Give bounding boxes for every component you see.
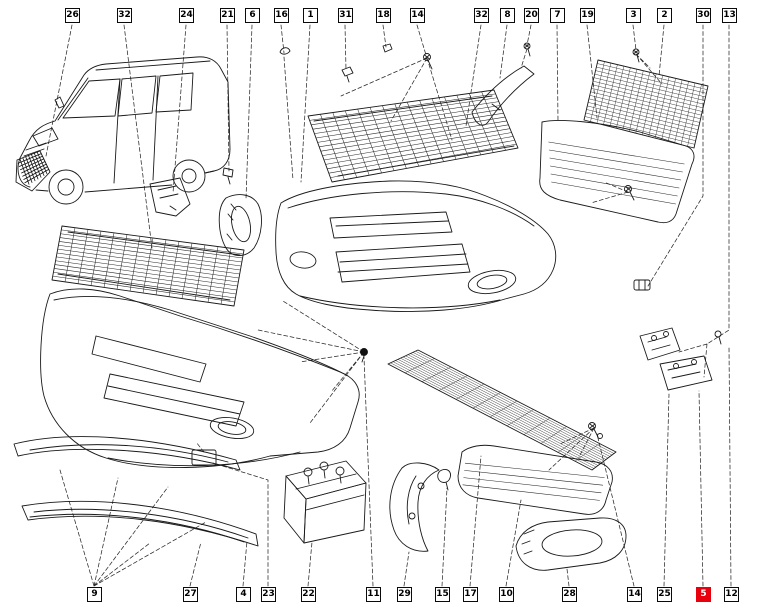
clip-part-small [222, 167, 234, 185]
callout-top-7-31[interactable]: 31 [338, 8, 353, 23]
callout-bottom-1-27[interactable]: 27 [183, 587, 198, 602]
lower-trim-strips [13, 436, 259, 547]
callout-top-13-7[interactable]: 7 [550, 8, 565, 23]
fog-bezel-left-part [218, 194, 262, 256]
callout-bottom-2-4[interactable]: 4 [236, 587, 251, 602]
callout-top-3-21[interactable]: 21 [220, 8, 235, 23]
callout-bottom-6-29[interactable]: 29 [397, 587, 412, 602]
bumper-cover-upper [275, 65, 557, 312]
callout-bottom-11-14[interactable]: 14 [627, 587, 642, 602]
callout-top-0-26[interactable]: 26 [65, 8, 80, 23]
callout-bottom-12-25[interactable]: 25 [657, 587, 672, 602]
callout-bottom-8-17[interactable]: 17 [463, 587, 478, 602]
fastener-kit-box [283, 460, 367, 544]
assembly-construction-lines [195, 48, 708, 471]
callout-top-5-16[interactable]: 16 [274, 8, 289, 23]
vehicle-sketch [15, 56, 231, 205]
energy-absorber-upper [307, 89, 519, 183]
callout-top-9-14[interactable]: 14 [410, 8, 425, 23]
leader-lines-top [45, 24, 730, 345]
bracket-part [149, 177, 191, 217]
callout-top-15-3[interactable]: 3 [626, 8, 641, 23]
callout-top-2-24[interactable]: 24 [179, 8, 194, 23]
callout-bottom-14-12[interactable]: 12 [724, 587, 739, 602]
callout-bottom-9-10[interactable]: 10 [499, 587, 514, 602]
callout-bottom-5-11[interactable]: 11 [366, 587, 381, 602]
callout-top-18-13[interactable]: 13 [722, 8, 737, 23]
callout-top-6-1[interactable]: 1 [303, 8, 318, 23]
callout-top-1-32[interactable]: 32 [117, 8, 132, 23]
bumper-carrier-beam [387, 349, 617, 471]
callout-top-12-20[interactable]: 20 [524, 8, 539, 23]
mounting-brackets-right [639, 327, 722, 391]
callout-bottom-4-22[interactable]: 22 [301, 587, 316, 602]
callout-bottom-7-15[interactable]: 15 [435, 587, 450, 602]
under-shield [457, 444, 613, 515]
fog-bezel-right [515, 517, 627, 571]
callout-top-17-30[interactable]: 30 [696, 8, 711, 23]
callout-top-8-18[interactable]: 18 [376, 8, 391, 23]
callout-top-10-32[interactable]: 32 [474, 8, 489, 23]
callout-top-16-2[interactable]: 2 [657, 8, 672, 23]
lower-grille [539, 120, 695, 224]
callout-bottom-0-9[interactable]: 9 [87, 587, 102, 602]
callout-top-4-6[interactable]: 6 [245, 8, 260, 23]
energy-absorber-left [51, 225, 245, 307]
callout-bottom-10-28[interactable]: 28 [562, 587, 577, 602]
callout-bottom-13-5[interactable]: 5 [696, 587, 711, 602]
callout-top-14-19[interactable]: 19 [580, 8, 595, 23]
radiator-grille-mesh [583, 59, 709, 149]
side-bracket [389, 462, 440, 552]
leader-lines-bottom [59, 346, 732, 587]
bumper-cover-left [40, 288, 360, 469]
fasteners-and-clips [279, 42, 651, 439]
callout-bottom-3-23[interactable]: 23 [261, 587, 276, 602]
callout-top-11-8[interactable]: 8 [500, 8, 515, 23]
retainer-clip [437, 469, 451, 491]
